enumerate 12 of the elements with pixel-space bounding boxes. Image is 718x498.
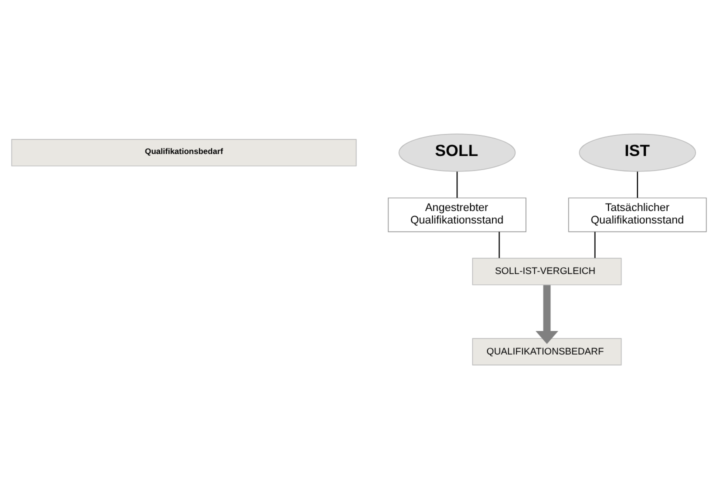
node-ellipse: SOLL	[398, 133, 516, 172]
node-box: QUALIFIKATIONSBEDARF	[472, 338, 622, 365]
node-box: Qualifikationsbedarf	[11, 138, 357, 166]
connector	[636, 171, 638, 198]
arrow	[536, 284, 558, 344]
node-box: SOLL-IST-VERGLEICH	[472, 257, 622, 285]
node-box: Angestrebter Qualifikationsstand	[388, 197, 526, 232]
node-ellipse: IST	[578, 133, 696, 172]
connector	[594, 231, 596, 258]
connector	[498, 231, 500, 258]
connector	[456, 171, 458, 198]
node-box: Tatsächlicher Qualifikationsstand	[568, 197, 707, 232]
